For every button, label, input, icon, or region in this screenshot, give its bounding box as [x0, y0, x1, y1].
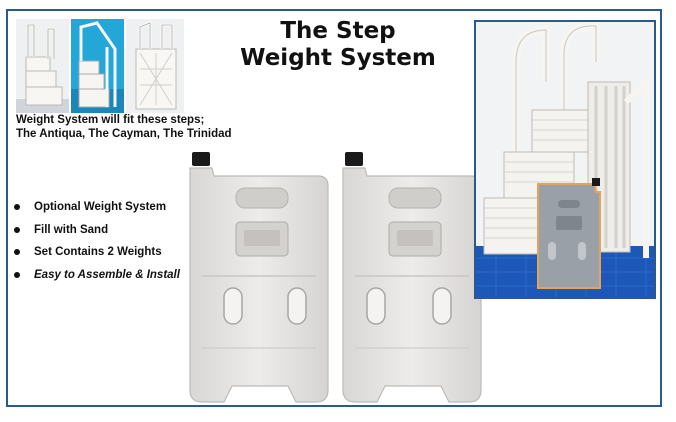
feature-text: Set Contains 2 Weights: [34, 246, 162, 258]
feature-item: Optional Weight System: [14, 199, 180, 222]
compatibility-note: Weight System will fit these steps; The …: [16, 113, 266, 141]
step-weight-image-left: [189, 152, 329, 403]
feature-item: Easy to Assemble & Install: [14, 267, 180, 290]
feature-list: Optional Weight System Fill with Sand Se…: [14, 199, 180, 289]
trinidad-step-image: [126, 19, 184, 113]
step-weight-image-right: [342, 152, 482, 403]
cayman-step-image: [71, 19, 124, 113]
bullet-icon: [14, 226, 20, 233]
compatibility-line-1: Weight System will fit these steps;: [16, 114, 205, 126]
feature-item: Set Contains 2 Weights: [14, 244, 180, 267]
pool-step-illustration: [476, 22, 654, 297]
feature-text: Fill with Sand: [34, 223, 109, 236]
antiqua-step-image: [16, 19, 69, 113]
feature-text: Easy to Assemble & Install: [34, 268, 180, 281]
bullet-icon: [14, 271, 20, 278]
page-title: The Step Weight System: [228, 18, 448, 72]
bullet-icon: [14, 249, 20, 255]
feature-text: Optional Weight System: [34, 201, 167, 213]
title-line-2: Weight System: [240, 45, 436, 71]
compatibility-line-2: The Antiqua, The Cayman, The Trinidad: [16, 128, 232, 140]
bullet-icon: [14, 204, 20, 210]
title-line-1: The Step: [280, 18, 396, 44]
installed-weight-photo: [474, 20, 656, 299]
feature-item: Fill with Sand: [14, 222, 180, 245]
